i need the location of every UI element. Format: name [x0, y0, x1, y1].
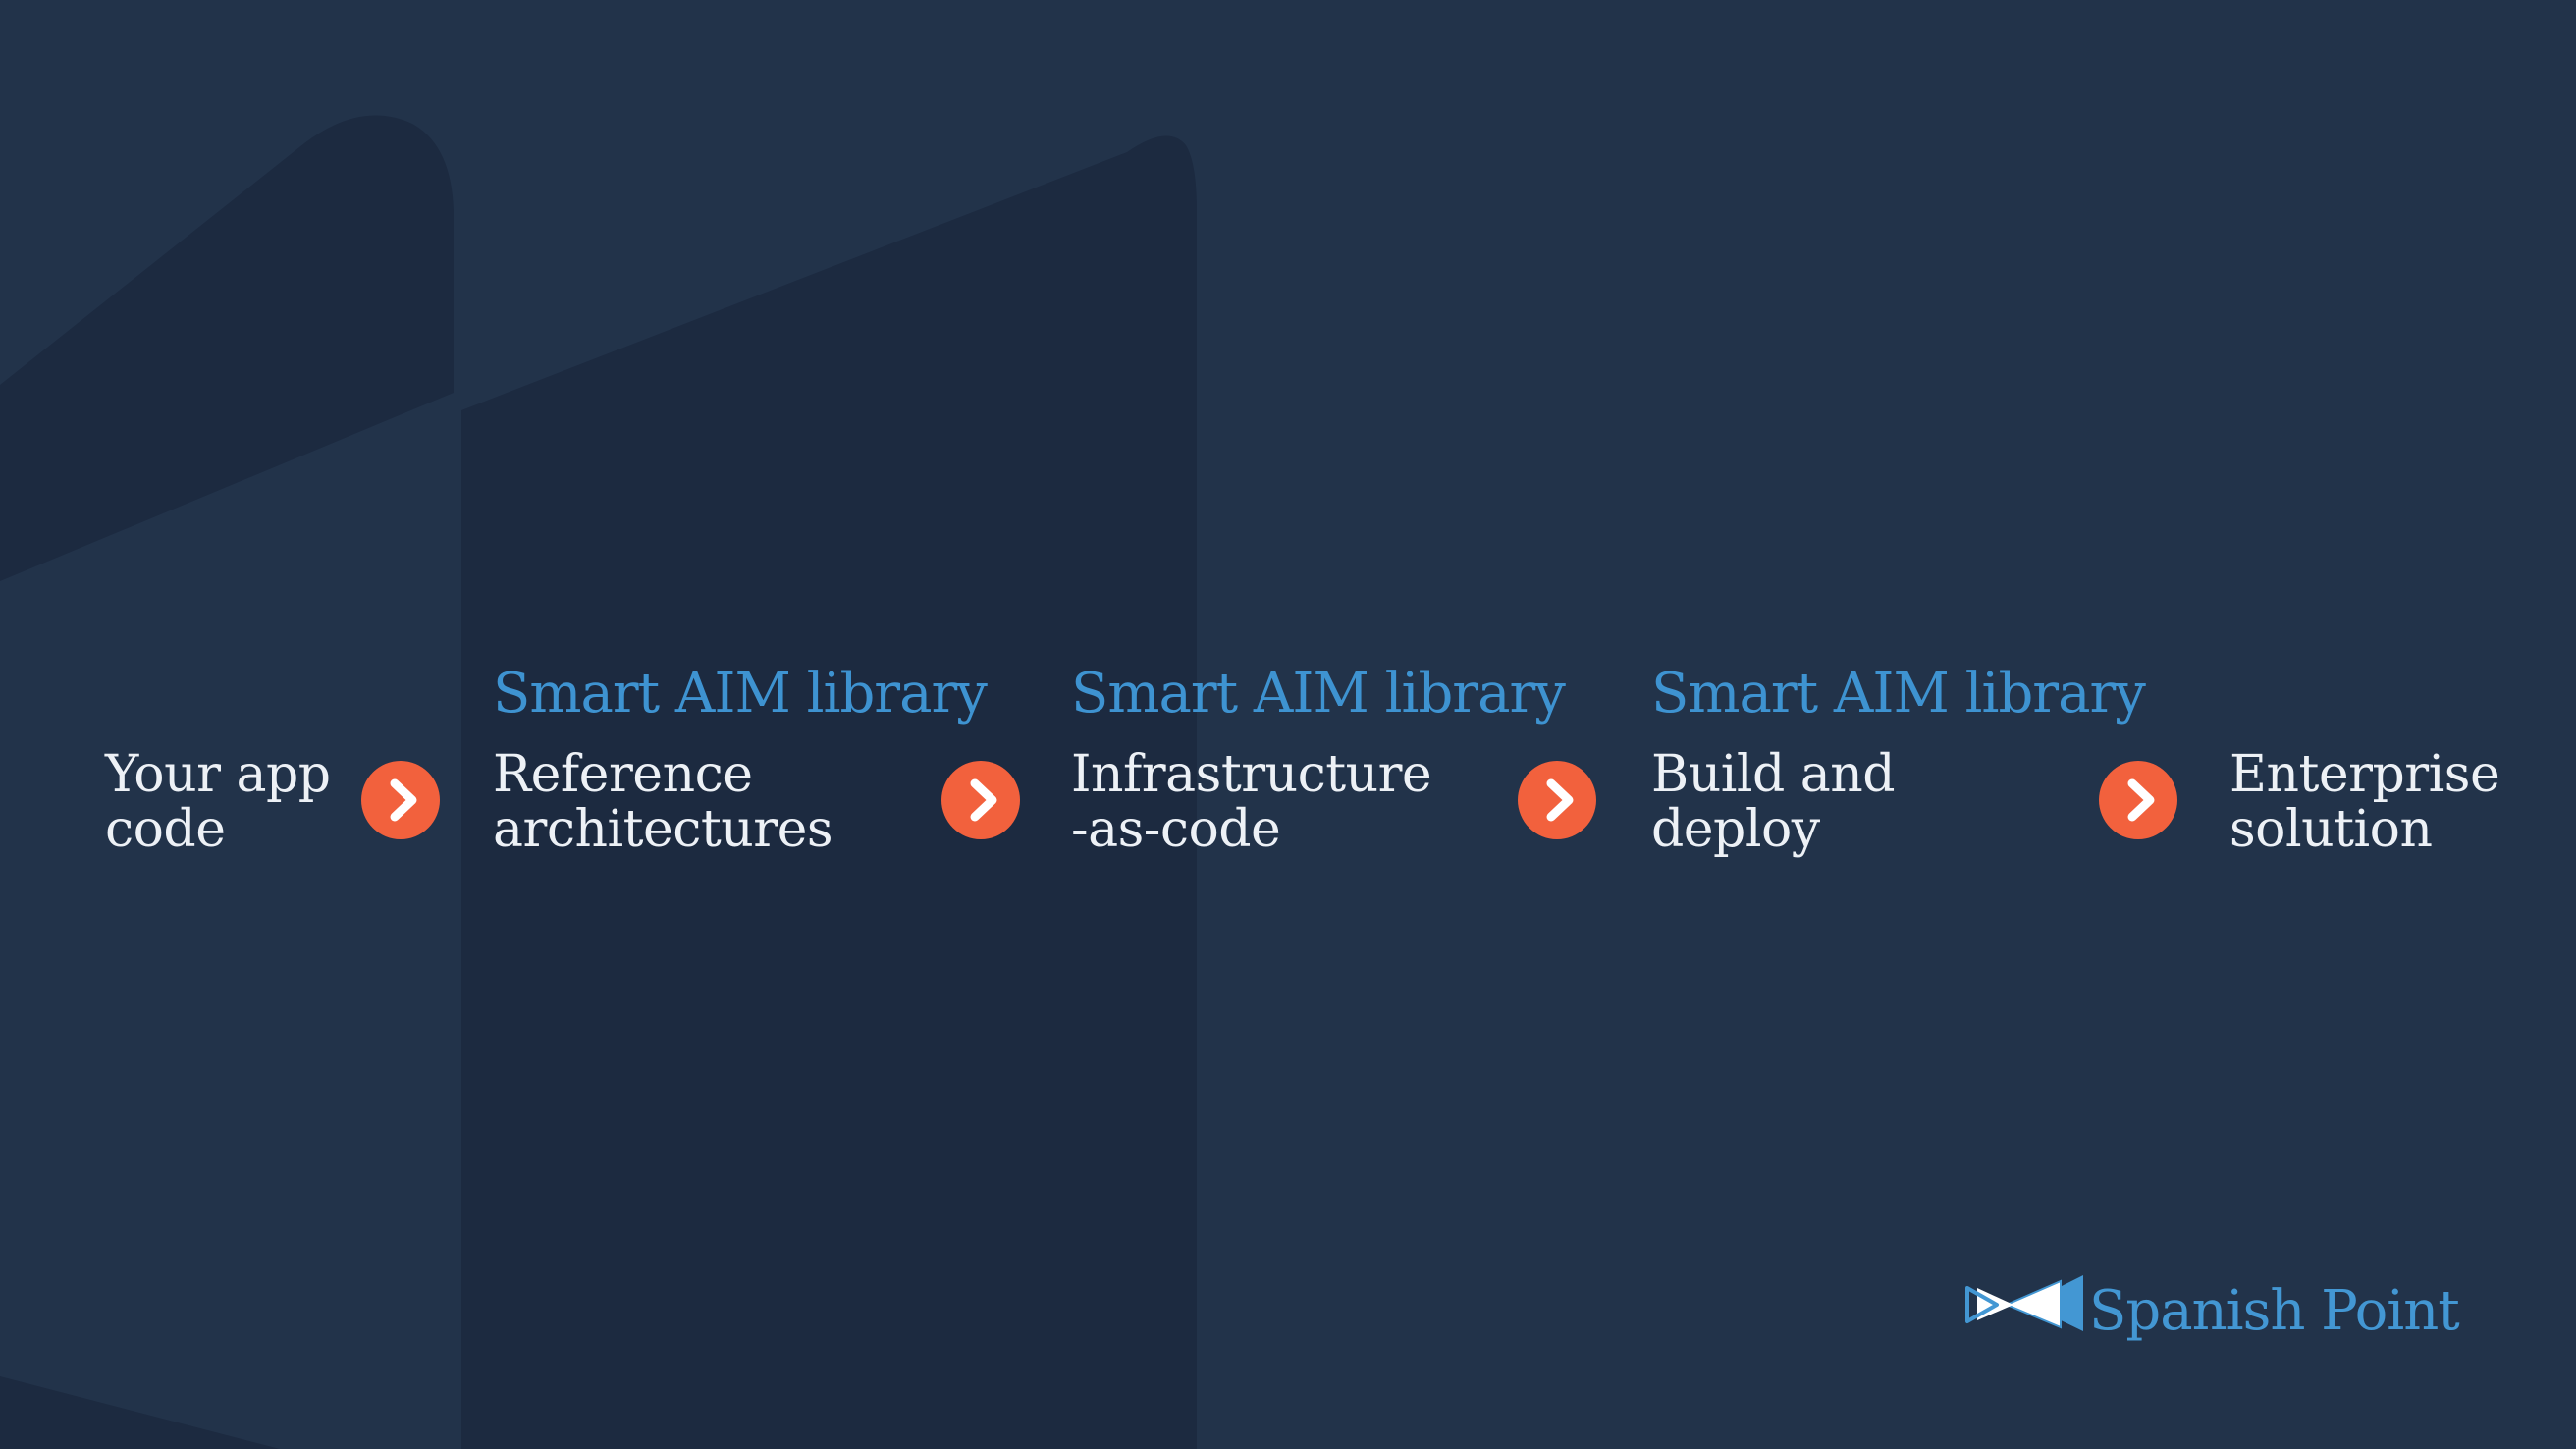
- watermark-center-column: [461, 135, 1197, 1449]
- step-label: Infrastructure -as-code: [1071, 745, 1432, 859]
- flow-connector-3: [1518, 761, 1596, 839]
- chevron-right-icon: [2127, 778, 2155, 822]
- chevron-right-icon: [1546, 778, 1574, 822]
- flow-connector-2: [941, 761, 1020, 839]
- chevron-right-icon: [970, 778, 997, 822]
- chevron-right-icon: [390, 778, 417, 822]
- step-label: Reference architectures: [493, 745, 833, 859]
- spanish-point-logo: Spanish Point: [1965, 1272, 2460, 1339]
- step-label: Your app code: [105, 747, 331, 857]
- watermark-corner-wedge: [0, 1376, 280, 1449]
- step-label-line2: solution: [2229, 800, 2433, 859]
- flow-step-3: Smart AIM library Infrastructure -as-cod…: [1071, 667, 1566, 892]
- flow-step-2: Smart AIM library Reference architecture…: [493, 667, 988, 892]
- flow-step-1: Your app code: [105, 667, 566, 892]
- step-title: Smart AIM library: [493, 662, 988, 725]
- step-label: Build and deploy: [1651, 745, 1896, 859]
- step-title: Smart AIM library: [1071, 662, 1566, 725]
- flow-step-5: Enterprise solution: [2229, 667, 2576, 892]
- step-label-line1: Your app: [105, 745, 331, 804]
- flow-connector-1: [361, 761, 440, 839]
- flow-connector-4: [2099, 761, 2177, 839]
- logo-wordmark: Spanish Point: [2089, 1279, 2460, 1343]
- watermark-left-band: [0, 115, 454, 581]
- step-label: Enterprise solution: [2229, 745, 2500, 859]
- flow-step-4: Smart AIM library Build and deploy: [1651, 667, 2146, 892]
- step-label-line2: deploy: [1651, 800, 1820, 859]
- step-label-line2: code: [105, 800, 226, 859]
- step-label-line1: Reference: [493, 745, 753, 804]
- step-label-line1: Enterprise: [2229, 745, 2500, 804]
- spanish-point-bowtie-icon: [1965, 1275, 2083, 1331]
- step-label-line1: Infrastructure: [1071, 745, 1432, 804]
- step-label-line2: architectures: [493, 800, 833, 859]
- step-title: Smart AIM library: [1651, 662, 2146, 725]
- step-label-line1: Build and: [1651, 745, 1896, 804]
- step-label-line2: -as-code: [1071, 800, 1281, 859]
